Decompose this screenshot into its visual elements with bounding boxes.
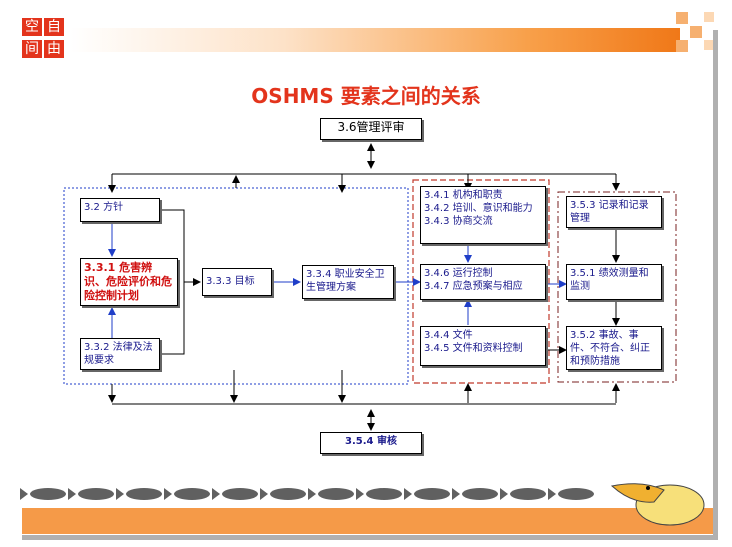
text-3-4-7: 3.4.7 应急预案与相应 xyxy=(424,281,523,292)
fish-icon xyxy=(164,488,210,500)
box-3-6-management-review: 3.6管理评审 xyxy=(320,118,422,140)
fish-icon xyxy=(116,488,162,500)
box-3-5-1-performance-measurement: 3.5.1 绩效测量和监测 xyxy=(566,264,662,300)
box-3-4-4-5-documentation: 3.4.4 文件 3.4.5 文件和资料控制 xyxy=(420,326,546,366)
header-band xyxy=(70,28,680,52)
text-3-4-4: 3.4.4 文件 xyxy=(424,330,473,341)
fish-icon xyxy=(68,488,114,500)
fish-icon xyxy=(308,488,354,500)
box-3-5-2-accident-corrective: 3.5.2 事故、事件、不符合、纠正和预防措施 xyxy=(566,326,662,370)
fish-icon xyxy=(548,488,594,500)
text-3-4-2: 3.4.2 培训、意识和能力 xyxy=(424,203,533,214)
text-3-4-5: 3.4.5 文件和资料控制 xyxy=(424,343,523,354)
fish-icon xyxy=(212,488,258,500)
box-3-3-4-ohs-program: 3.3.4 职业安全卫生管理方案 xyxy=(302,265,394,299)
box-3-3-3-objectives: 3.3.3 目标 xyxy=(202,268,272,296)
box-3-5-3-records: 3.5.3 记录和记录管理 xyxy=(566,196,662,228)
frame-shadow-bottom xyxy=(22,535,718,540)
page-title: OSHMS 要素之间的关系 xyxy=(251,84,481,108)
fish-icon xyxy=(260,488,306,500)
logo-char: 自 xyxy=(44,18,64,36)
fish-icon xyxy=(356,488,402,500)
box-3-3-1-hazard-identification: 3.3.1 危害辨识、危险评价和危险控制计划 xyxy=(80,258,178,306)
text-3-4-6: 3.4.6 运行控制 xyxy=(424,268,493,279)
box-3-2-policy: 3.2 方针 xyxy=(80,198,160,222)
logo-char: 间 xyxy=(22,40,42,58)
fish-icon xyxy=(20,488,66,500)
pelican-icon xyxy=(610,483,705,526)
box-3-3-2-legal-requirements: 3.3.2 法律及法规要求 xyxy=(80,338,160,370)
fish-icon xyxy=(404,488,450,500)
fish-icon xyxy=(452,488,498,500)
logo-char: 空 xyxy=(22,18,42,36)
box-3-5-4-audit: 3.5.4 审核 xyxy=(320,432,422,454)
text-3-4-1: 3.4.1 机构和职责 xyxy=(424,190,503,201)
fish-icon xyxy=(500,488,546,500)
box-3-4-6-7-operation-control: 3.4.6 运行控制 3.4.7 应急预案与相应 xyxy=(420,264,546,300)
logo-char: 由 xyxy=(44,40,64,58)
footer-band xyxy=(22,508,713,534)
frame-shadow xyxy=(713,30,718,540)
text-3-4-3: 3.4.3 协商交流 xyxy=(424,216,493,227)
box-3-4-1-3-organization-training: 3.4.1 机构和职责 3.4.2 培训、意识和能力 3.4.3 协商交流 xyxy=(420,186,546,244)
